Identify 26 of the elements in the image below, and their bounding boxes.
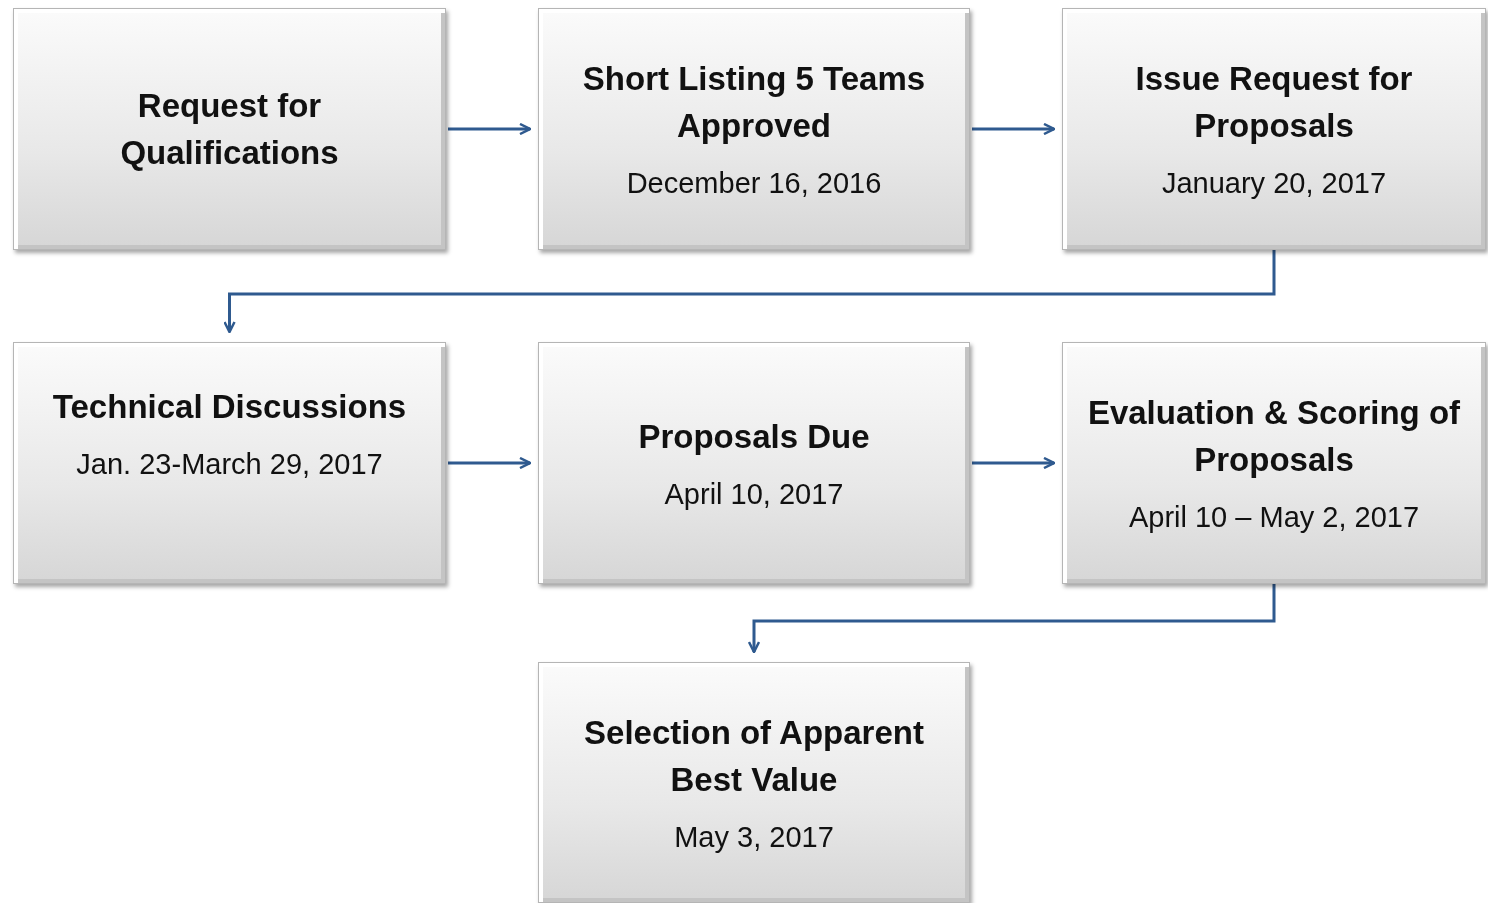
step-date: December 16, 2016 [626, 166, 882, 201]
arrow [972, 122, 1056, 136]
process-box [13, 8, 446, 250]
step-date: April 10, 2017 [664, 476, 844, 512]
arrow [223, 250, 1276, 334]
step-title: Proposals Due [638, 416, 870, 457]
step-date: May 3, 2017 [674, 819, 834, 855]
step-title: Short Listing 5 Teams Approved [581, 59, 927, 146]
process-box [538, 8, 970, 250]
process-box [1062, 8, 1486, 250]
arrow [747, 584, 1276, 654]
step-date: January 20, 2017 [1161, 166, 1387, 201]
process-box [13, 342, 446, 584]
step-title: Issue Request for Proposals [1134, 59, 1414, 146]
step-date: Jan. 23-March 29, 2017 [76, 447, 383, 482]
step-title: Evaluation & Scoring of Proposals [1086, 393, 1462, 480]
arrow [448, 122, 532, 136]
process-box [538, 662, 970, 903]
process-box [1062, 342, 1486, 584]
step-title: Selection of Apparent Best Value [583, 712, 925, 800]
step-date: April 10 – May 2, 2017 [1128, 500, 1420, 535]
step-title: Technical Discussions [52, 387, 407, 427]
arrow [972, 456, 1056, 470]
arrow [448, 456, 532, 470]
process-box [538, 342, 970, 584]
step-title: Request for Qualifications [119, 86, 340, 173]
